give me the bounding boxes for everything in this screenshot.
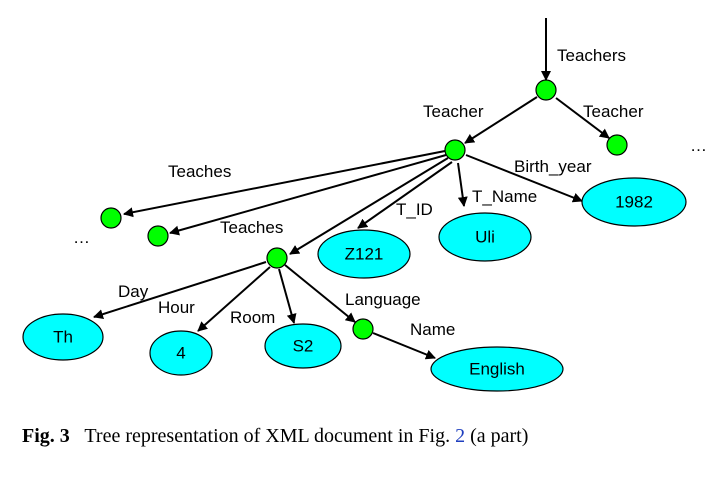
edge-day: [93, 261, 267, 320]
value-hour: 4: [176, 344, 185, 363]
edge-teaches-2: [169, 154, 447, 236]
edge-label-teaches-2: Teaches: [220, 218, 283, 237]
value-node-birth-year: [581, 177, 687, 227]
ellipsis-left: …: [73, 228, 90, 247]
caption-text: Tree representation of XML document in F…: [84, 425, 451, 447]
edge-label-t-name: T_Name: [472, 187, 537, 206]
edge-birth-year: [465, 154, 583, 203]
edge-label-name: Name: [410, 320, 455, 339]
ellipsis-right: …: [690, 136, 707, 155]
xml-tree-diagram: Z121 Uli 1982 Th 4 S2 English Teachers T…: [22, 18, 707, 392]
edge-t-name: [457, 162, 468, 207]
edge-label-t-id: T_ID: [396, 200, 433, 219]
edge-label-language: Language: [345, 290, 421, 309]
edge-room: [278, 268, 297, 324]
value-name: English: [469, 360, 525, 379]
edge-label-teacher-1: Teacher: [423, 102, 484, 121]
edge-label-teaches-1: Teaches: [168, 162, 231, 181]
value-birth-year: 1982: [615, 193, 653, 212]
edge-hour: [197, 266, 271, 332]
edge-t-id: [357, 161, 453, 229]
node-teacher-2: [606, 134, 628, 156]
edge-teaches-3: [289, 157, 449, 255]
value-day: Th: [53, 328, 73, 347]
node-teacher-1: [444, 139, 466, 161]
node-teaches-3: [266, 247, 288, 269]
node-teaches-1: [100, 207, 122, 229]
edge-label-room: Room: [230, 308, 275, 327]
value-t-id: Z121: [345, 245, 384, 264]
edge-label-birth-year: Birth_year: [514, 157, 592, 176]
edge-teaches-1: [123, 150, 446, 218]
caption-text-suffix: (a part): [470, 425, 529, 447]
value-room: S2: [293, 337, 314, 356]
edge-label-day: Day: [118, 282, 149, 301]
value-node-t-id: [317, 229, 411, 279]
value-node-day: [22, 313, 104, 361]
node-teachers-root: [535, 79, 557, 101]
node-language: [352, 318, 374, 340]
value-node-room: [264, 323, 342, 369]
node-teaches-2: [147, 225, 169, 247]
value-node-t-name: [438, 212, 532, 262]
edge-teacher-1: [464, 96, 538, 144]
value-node-name: [430, 346, 564, 392]
edge-language: [284, 264, 356, 323]
value-t-name: Uli: [475, 228, 495, 247]
caption-figure-label: Fig. 3: [22, 425, 70, 447]
edge-label-teachers: Teachers: [557, 46, 626, 65]
figure-caption: Fig. 3 Tree representation of XML docume…: [22, 425, 528, 448]
value-node-hour: [149, 330, 213, 376]
edge-teacher-2: [555, 97, 610, 139]
edge-label-hour: Hour: [158, 298, 195, 317]
caption-figure-ref[interactable]: 2: [455, 425, 466, 447]
edge-label-teacher-2: Teacher: [583, 102, 644, 121]
edge-name: [372, 332, 436, 360]
